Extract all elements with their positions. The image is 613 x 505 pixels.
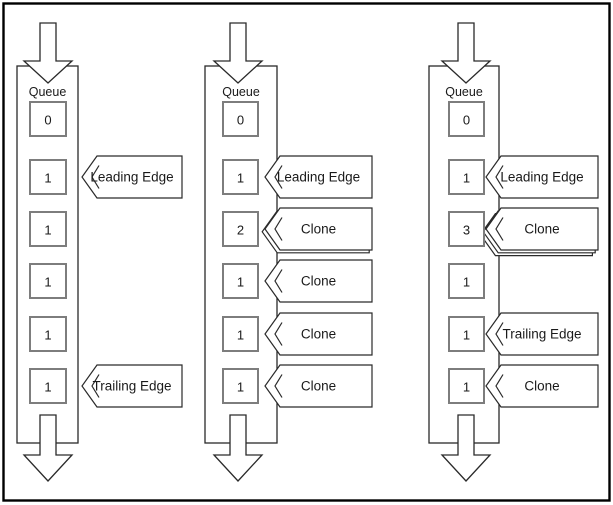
queue-item-value: 1 bbox=[44, 223, 51, 238]
callout: Clone bbox=[479, 207, 599, 257]
queue-item-value: 1 bbox=[237, 275, 244, 290]
callout-shape bbox=[485, 155, 599, 199]
queue-item-value: 1 bbox=[44, 275, 51, 290]
callout-notch-icon bbox=[495, 217, 504, 241]
callout: Clone bbox=[261, 207, 373, 254]
queue-item-value: 1 bbox=[463, 328, 470, 343]
queue-item-box bbox=[222, 316, 259, 352]
inflow-arrow-icon bbox=[22, 22, 74, 84]
queue-item-box bbox=[448, 368, 485, 404]
queue-label: Queue bbox=[222, 85, 260, 99]
callout-shape bbox=[264, 364, 373, 408]
queue-label: Queue bbox=[29, 85, 67, 99]
queue-item-value: 1 bbox=[237, 328, 244, 343]
callout-notch-icon bbox=[274, 217, 283, 241]
callout-label: Trailing Edge bbox=[92, 379, 171, 394]
callout-shape bbox=[264, 312, 373, 356]
queue-item-value: 1 bbox=[463, 171, 470, 186]
callout: Leading Edge bbox=[81, 155, 183, 199]
queue-item-box bbox=[448, 316, 485, 352]
queue-item-value: 1 bbox=[44, 328, 51, 343]
callout-label: Clone bbox=[301, 327, 336, 342]
callout-label: Trailing Edge bbox=[502, 327, 581, 342]
outflow-arrow-icon bbox=[22, 414, 74, 482]
queue-item-box bbox=[448, 211, 485, 247]
callout-label: Clone bbox=[301, 222, 336, 237]
queue-item-box bbox=[29, 211, 67, 247]
callout-notch-icon bbox=[495, 322, 504, 346]
queue-item-value: 0 bbox=[463, 113, 470, 128]
callout: Clone bbox=[264, 259, 373, 303]
callout-notch-icon bbox=[274, 322, 283, 346]
inflow-arrow-icon bbox=[212, 22, 264, 84]
queue-item-box bbox=[29, 316, 67, 352]
inflow-arrow-icon bbox=[440, 22, 492, 84]
callout-label: Leading Edge bbox=[277, 170, 360, 185]
callout-shape bbox=[264, 259, 373, 303]
queue-item-value: 0 bbox=[237, 113, 244, 128]
callout-notch-icon bbox=[495, 165, 504, 189]
queue-item-value: 3 bbox=[463, 223, 470, 238]
queue-item-box bbox=[29, 263, 67, 299]
callout-label: Clone bbox=[301, 274, 336, 289]
callout-notch-icon bbox=[274, 374, 283, 398]
queue-item-box bbox=[448, 159, 485, 195]
queue-item-value: 1 bbox=[463, 275, 470, 290]
callout-shape bbox=[81, 155, 183, 199]
callout-label: Clone bbox=[301, 379, 336, 394]
callout-notch-icon bbox=[495, 374, 504, 398]
callout-shape bbox=[264, 155, 373, 199]
outflow-arrow-icon bbox=[212, 414, 264, 482]
queue-item-box bbox=[222, 368, 259, 404]
queue-item-box bbox=[448, 101, 485, 137]
callout: Leading Edge bbox=[264, 155, 373, 199]
queue-item-box bbox=[29, 101, 67, 137]
callout-shape bbox=[264, 207, 373, 251]
callout: Trailing Edge bbox=[81, 364, 183, 408]
queue-item-value: 1 bbox=[237, 171, 244, 186]
callout: Clone bbox=[485, 364, 599, 408]
queue-item-value: 2 bbox=[237, 223, 244, 238]
queue-item-box bbox=[222, 263, 259, 299]
queue-item-value: 0 bbox=[44, 113, 51, 128]
queue-item-box bbox=[222, 159, 259, 195]
callout-label: Leading Edge bbox=[500, 170, 583, 185]
callout: Leading Edge bbox=[485, 155, 599, 199]
queue-item-box bbox=[29, 368, 67, 404]
callout: Trailing Edge bbox=[485, 312, 599, 356]
callout-shape bbox=[485, 312, 599, 356]
callout-label: Clone bbox=[524, 379, 559, 394]
queue-item-value: 1 bbox=[44, 380, 51, 395]
callout-notch-icon bbox=[274, 269, 283, 293]
queue-item-box bbox=[222, 211, 259, 247]
queue-item-box bbox=[29, 159, 67, 195]
callout-notch-icon bbox=[274, 165, 283, 189]
callout-shape bbox=[485, 207, 599, 251]
callout-shape bbox=[81, 364, 183, 408]
outflow-arrow-icon bbox=[440, 414, 492, 482]
queue-label: Queue bbox=[445, 85, 483, 99]
callout: Clone bbox=[264, 364, 373, 408]
callout-shape bbox=[485, 364, 599, 408]
callout-label: Leading Edge bbox=[90, 170, 173, 185]
queue-item-box bbox=[222, 101, 259, 137]
callout: Clone bbox=[264, 312, 373, 356]
callout-label: Clone bbox=[524, 222, 559, 237]
queue-item-value: 1 bbox=[44, 171, 51, 186]
callout-notch-icon bbox=[91, 374, 100, 398]
callout-notch-icon bbox=[91, 165, 100, 189]
queue-item-box bbox=[448, 263, 485, 299]
queue-item-value: 1 bbox=[237, 380, 244, 395]
queue-item-value: 1 bbox=[463, 380, 470, 395]
